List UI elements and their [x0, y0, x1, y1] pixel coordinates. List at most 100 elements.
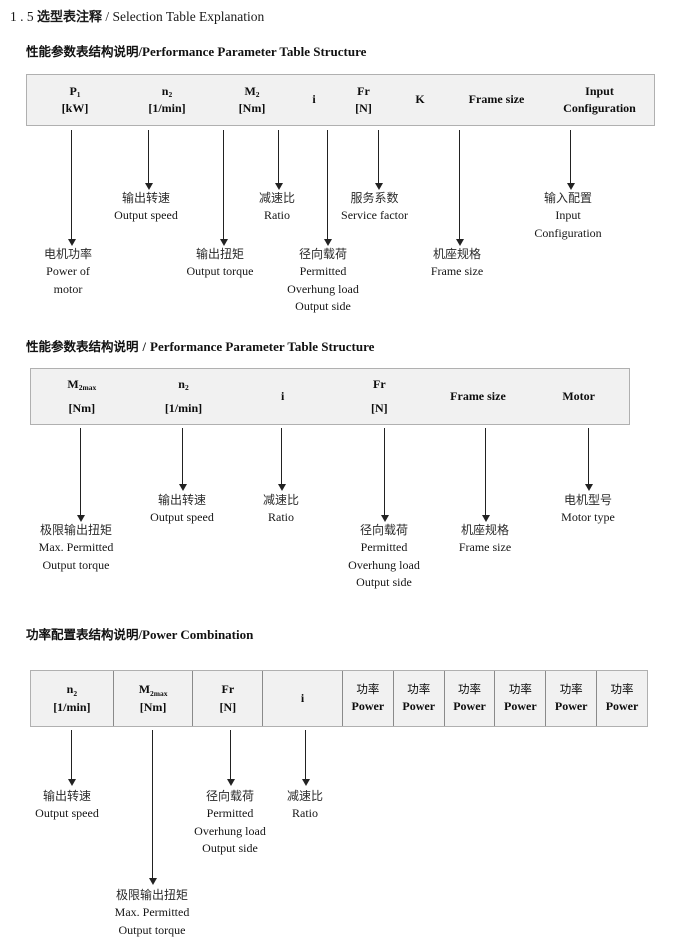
table1-col-n2-symbol: n2: [161, 83, 173, 100]
table3-col-n2: n2 [1/min]: [31, 671, 113, 726]
label-table2-overhung-load-en-3: Output side: [356, 575, 412, 590]
table3-col-power-5: 功率 Power: [545, 671, 596, 726]
label-table3-overhung-load-en-3: Output side: [202, 841, 258, 856]
table3-col-power-2: 功率 Power: [392, 671, 444, 726]
table3-col-power-1-cn: 功率: [356, 682, 380, 697]
table2-col-m2max: M2max [Nm]: [31, 369, 133, 424]
label-table1-service-factor: 服务系数 Service factor: [332, 190, 417, 225]
label-table2-ratio-en-1: Ratio: [268, 510, 294, 525]
table1-col-frame-size: Frame size: [448, 75, 545, 125]
table2-col-motor-symbol: Motor: [562, 388, 595, 403]
label-table1-output-speed-en-1: Output speed: [114, 208, 178, 223]
label-table2-output-speed: 输出转速 Output speed: [146, 492, 218, 527]
arrow-table1-ratio: [274, 130, 283, 190]
section-heading-3-separator: /: [138, 628, 142, 642]
label-table1-input-configuration-cn: 输入配置: [543, 191, 592, 205]
table2-col-n2-sub: 2: [184, 383, 189, 393]
arrow-table1-frame-size: [455, 130, 464, 246]
label-table2-overhung-load-en-1: Permitted: [360, 540, 408, 555]
label-table2-max-output-torque-en-1: Max. Permitted: [38, 540, 114, 555]
table1-col-m2: M2 [Nm]: [211, 75, 293, 125]
label-table2-overhung-load-en-2: Overhung load: [348, 557, 420, 572]
label-table3-overhung-load-en-2: Overhung load: [194, 823, 266, 838]
label-table2-motor-type: 电机型号 Motor type: [548, 492, 628, 527]
label-table2-output-speed-cn: 输出转速: [157, 493, 206, 507]
table3-col-power-6-en: Power: [605, 699, 639, 714]
label-table2-frame-size-en-1: Frame size: [458, 540, 512, 555]
table1-col-m2-unit: [Nm]: [238, 101, 266, 115]
table2-col-frame-size: Frame size: [428, 369, 529, 424]
label-table1-overhung-load-en-2: Overhung load: [287, 281, 359, 296]
section-heading-2-separator: /: [142, 340, 146, 354]
label-table2-max-output-torque-en-2: Output torque: [42, 557, 110, 572]
label-table1-ratio-cn: 减速比: [258, 191, 295, 205]
label-table3-max-output-torque-cn: 极限输出扭矩: [115, 888, 188, 902]
table3-col-power-2-en: Power: [402, 699, 436, 714]
arrow-table3-overhung-load: [226, 730, 235, 786]
table3-col-power-6-cn: 功率: [610, 682, 634, 697]
label-table1-overhung-load-en-1: Permitted: [299, 264, 347, 279]
label-table3-max-output-torque: 极限输出扭矩 Max. Permitted Output torque: [98, 887, 206, 939]
arrow-table1-output-torque: [219, 130, 228, 246]
page-title: 1 . 5 选型表注释 / Selection Table Explanatio…: [10, 6, 264, 25]
arrow-table2-max-output-torque: [76, 428, 85, 522]
table1-col-i: i: [293, 75, 335, 125]
label-table3-overhung-load-cn: 径向载荷: [205, 789, 254, 803]
table3-col-power-2-cn: 功率: [407, 682, 431, 697]
label-table1-frame-size-cn: 机座规格: [432, 247, 481, 261]
label-table2-ratio-cn: 减速比: [262, 493, 299, 507]
table1-col-p1: P1 [kW]: [27, 75, 123, 125]
arrow-table3-output-speed: [67, 730, 76, 786]
table3-col-power-4: 功率 Power: [494, 671, 545, 726]
table3-col-power-4-en: Power: [504, 699, 537, 714]
table3-col-power-1: 功率 Power: [341, 671, 393, 726]
table3-col-i-symbol: i: [300, 690, 305, 705]
section-heading-2: 性能参数表结构说明 / Performance Parameter Table …: [26, 336, 374, 356]
table1-col-input-configuration-symbol: Input: [585, 83, 614, 98]
arrow-table1-power: [67, 130, 76, 246]
label-table1-power-en-1: Power of: [46, 264, 90, 279]
label-table1-power-en-2: motor: [53, 281, 83, 296]
table3-col-power-3-en: Power: [453, 699, 486, 714]
table2-col-fr-unit: [N]: [370, 401, 388, 415]
arrow-table1-service-factor: [374, 130, 383, 190]
table3-col-i: i: [262, 671, 342, 726]
label-table2-frame-size-cn: 机座规格: [460, 523, 509, 537]
table3-col-power-1-en: Power: [351, 699, 385, 714]
label-table1-service-factor-en-1: Service factor: [341, 208, 408, 223]
table3-col-n2-symbol: n2: [66, 682, 78, 698]
section-heading-3: 功率配置表结构说明/Power Combination: [26, 624, 253, 644]
label-table2-motor-type-en-1: Motor type: [561, 510, 615, 525]
table2-col-m2max-unit: [Nm]: [68, 401, 96, 415]
label-table2-motor-type-cn: 电机型号: [563, 493, 612, 507]
table3-col-power-5-en: Power: [554, 699, 588, 714]
label-table1-output-speed: 输出转速 Output speed: [110, 190, 182, 225]
label-table2-ratio: 减速比 Ratio: [254, 492, 308, 527]
label-table3-overhung-load-en-1: Permitted: [206, 806, 254, 821]
label-table1-frame-size: 机座规格 Frame size: [421, 246, 493, 281]
label-table2-frame-size: 机座规格 Frame size: [449, 522, 521, 557]
label-table2-output-speed-en-1: Output speed: [150, 510, 214, 525]
label-table3-overhung-load: 径向载荷 Permitted Overhung load Output side: [180, 788, 280, 858]
arrow-table2-overhung-load: [380, 428, 389, 522]
label-table1-frame-size-en-1: Frame size: [430, 264, 484, 279]
label-table3-ratio-en-1: Ratio: [292, 806, 318, 821]
table2-col-m2max-symbol: M2max: [67, 376, 97, 393]
arrow-table1-overhung-load: [323, 130, 332, 246]
section-heading-3-en: Power Combination: [142, 627, 254, 642]
label-table3-ratio: 减速比 Ratio: [278, 788, 332, 823]
table3-col-fr: Fr [N]: [192, 671, 262, 726]
table3-col-fr-unit: [N]: [219, 699, 237, 714]
table1-col-m2-symbol: M2: [244, 83, 260, 100]
label-table1-overhung-load-cn: 径向载荷: [298, 247, 347, 261]
table2-col-n2-symbol: n2: [178, 376, 189, 393]
table2-col-m2max-sub: 2max: [78, 383, 97, 393]
table1-col-p1-unit: [kW]: [61, 101, 89, 115]
table2-col-n2: n2 [1/min]: [133, 369, 235, 424]
table2-col-i-symbol: i: [280, 388, 285, 403]
table3-col-fr-symbol: Fr: [221, 682, 235, 697]
performance-parameter-table-2: M2max [Nm] n2 [1/min] i Fr [N] Frame siz…: [30, 368, 630, 425]
table1-col-fr-unit: [N]: [355, 101, 372, 115]
table2-col-frame-size-symbol: Frame size: [450, 388, 506, 403]
label-table1-power: 电机功率 Power of motor: [30, 246, 106, 298]
